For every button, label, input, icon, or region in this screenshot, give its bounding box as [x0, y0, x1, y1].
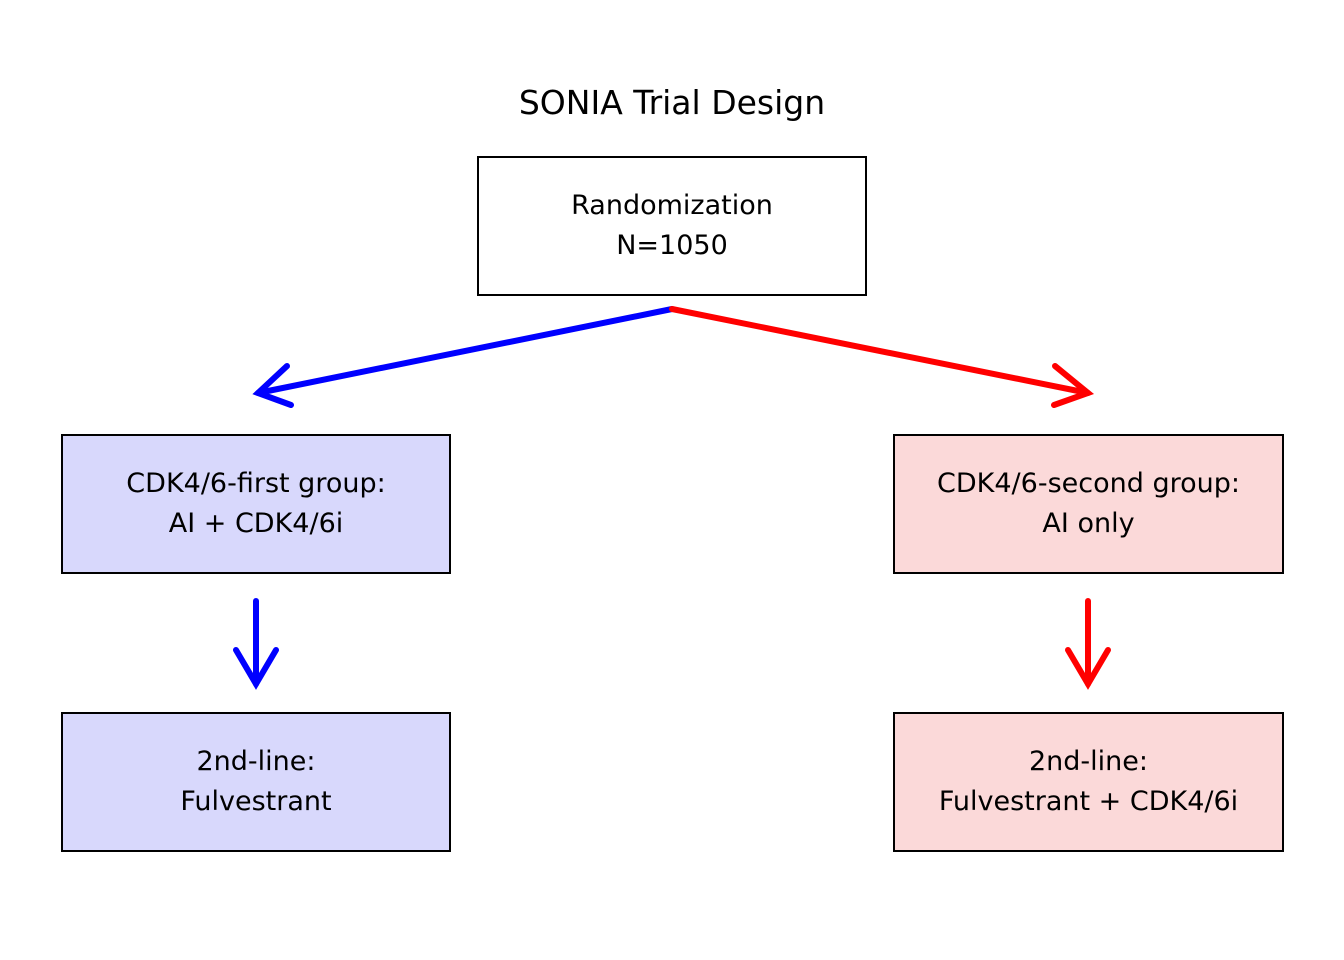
first-group-treatment: AI + CDK4/6i — [168, 508, 344, 539]
first-group-second-line-box: 2nd-line: Fulvestrant — [61, 712, 451, 852]
arrow-second-to-second-line — [1065, 598, 1111, 690]
randomization-count: N=1050 — [616, 230, 728, 261]
first-group-second-line-treatment: Fulvestrant — [180, 786, 332, 817]
randomization-label: Randomization — [571, 190, 773, 221]
first-group-second-line-title: 2nd-line: — [196, 746, 316, 777]
second-group-title: CDK4/6-second group: — [937, 468, 1240, 499]
second-group-second-line-title: 2nd-line: — [1029, 746, 1148, 777]
first-group-title: CDK4/6-first group: — [126, 468, 386, 499]
second-group-second-line-box: 2nd-line: Fulvestrant + CDK4/6i — [893, 712, 1284, 852]
arrow-to-first-group — [252, 306, 675, 408]
arrow-to-second-group — [669, 306, 1095, 408]
second-group-second-line-treatment: Fulvestrant + CDK4/6i — [938, 786, 1239, 817]
first-group-box: CDK4/6-first group: AI + CDK4/6i — [61, 434, 451, 574]
randomization-box: Randomization N=1050 — [477, 156, 867, 296]
arrow-first-to-second-line — [233, 598, 279, 690]
second-group-box: CDK4/6-second group: AI only — [893, 434, 1284, 574]
second-group-treatment: AI only — [1042, 508, 1135, 539]
diagram-title: SONIA Trial Design — [518, 83, 826, 122]
